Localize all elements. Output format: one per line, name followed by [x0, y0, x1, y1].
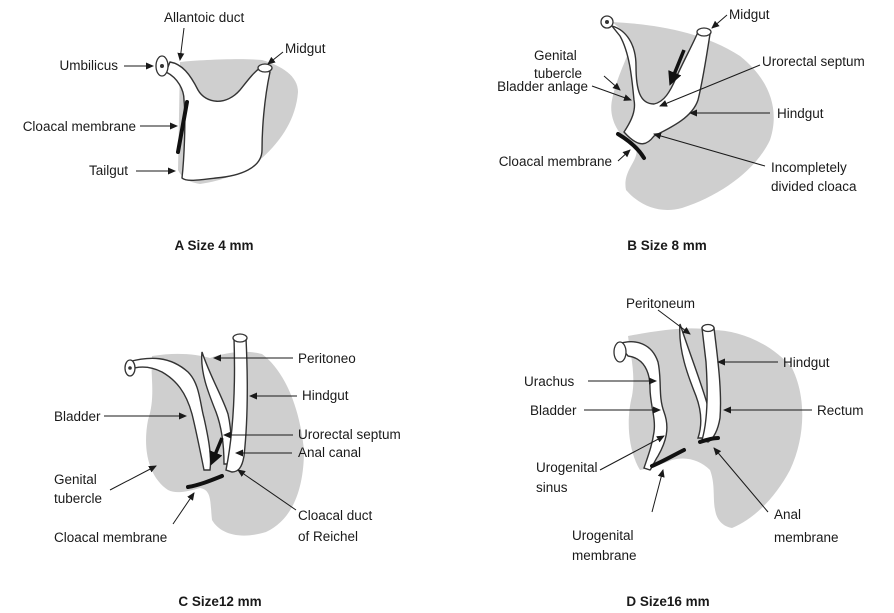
label-umbilicus: Umbilicus	[59, 58, 118, 73]
panel-b-allantois-dot	[605, 20, 609, 24]
leader-cloacal-membrane-c	[173, 493, 194, 524]
leader-cloacal-membrane-b	[618, 150, 630, 161]
label-urogenital-sinus-1: Urogenital	[536, 460, 598, 475]
panel-a-midgut-opening	[258, 64, 272, 72]
label-incompletely-divided-cloaca-1: Incompletely	[771, 160, 847, 175]
label-genital-tubercle-b-1: Genital	[534, 48, 577, 63]
label-urogenital-membrane-2: membrane	[572, 548, 637, 563]
label-anal-membrane-1: Anal	[774, 507, 801, 522]
leader-genital-tubercle-c	[110, 466, 156, 490]
panel-b-midgut-opening	[697, 28, 711, 36]
label-allantoic-duct: Allantoic duct	[164, 10, 245, 25]
label-peritoneum: Peritoneum	[626, 296, 695, 311]
panel-a: Allantoic duct Umbilicus Midgut Cloacal …	[23, 10, 326, 253]
umbilicus-dot	[160, 64, 164, 68]
label-hindgut-c: Hindgut	[302, 388, 349, 403]
label-urachus: Urachus	[524, 374, 575, 389]
label-midgut-b: Midgut	[729, 7, 770, 22]
label-incompletely-divided-cloaca-2: divided cloaca	[771, 179, 857, 194]
label-genital-tubercle-c-1: Genital	[54, 472, 97, 487]
leader-midgut-b	[712, 15, 727, 28]
panel-b: Midgut Genital tubercle Urorectal septum…	[497, 7, 865, 253]
caption-panel-c: C Size12 mm	[178, 594, 261, 609]
leader-urogenital-membrane	[652, 470, 663, 512]
leader-allantoic-duct	[180, 28, 184, 60]
caption-panel-a: A Size 4 mm	[174, 238, 253, 253]
panel-d-urachus-ring	[614, 342, 626, 362]
label-rectum: Rectum	[817, 403, 864, 418]
label-cloacal-membrane-c: Cloacal membrane	[54, 530, 167, 545]
label-urorectal-septum-b: Urorectal septum	[762, 54, 865, 69]
caption-panel-d: D Size16 mm	[626, 594, 709, 609]
label-peritoneo: Peritoneo	[298, 351, 356, 366]
label-tailgut: Tailgut	[89, 163, 128, 178]
label-cloacal-membrane-b: Cloacal membrane	[499, 154, 612, 169]
label-cloacal-duct-1: Cloacal duct	[298, 508, 373, 523]
label-cloacal-duct-2: of Reichel	[298, 529, 358, 544]
label-urogenital-membrane-1: Urogenital	[572, 528, 634, 543]
label-hindgut-b: Hindgut	[777, 106, 824, 121]
label-cloacal-membrane-a: Cloacal membrane	[23, 119, 136, 134]
label-midgut-a: Midgut	[285, 41, 326, 56]
label-hindgut-d: Hindgut	[783, 355, 830, 370]
leader-midgut-a	[268, 52, 283, 64]
label-urorectal-septum-c: Urorectal septum	[298, 427, 401, 442]
label-bladder-anlage: Bladder anlage	[497, 79, 588, 94]
panel-c-allantois-dot	[128, 366, 132, 370]
label-anal-membrane-2: membrane	[774, 530, 839, 545]
panel-d: Peritoneum Hindgut Urachus Bladder Rectu…	[524, 296, 864, 609]
label-genital-tubercle-c-2: tubercle	[54, 491, 102, 506]
panel-d-hindgut-opening	[702, 325, 714, 332]
panel-c: Peritoneo Hindgut Bladder Urorectal sept…	[54, 334, 401, 609]
label-anal-canal: Anal canal	[298, 445, 361, 460]
label-bladder-d: Bladder	[530, 403, 577, 418]
label-urogenital-sinus-2: sinus	[536, 480, 568, 495]
label-bladder-c: Bladder	[54, 409, 101, 424]
panel-c-hindgut-opening	[233, 334, 247, 342]
caption-panel-b: B Size 8 mm	[627, 238, 707, 253]
